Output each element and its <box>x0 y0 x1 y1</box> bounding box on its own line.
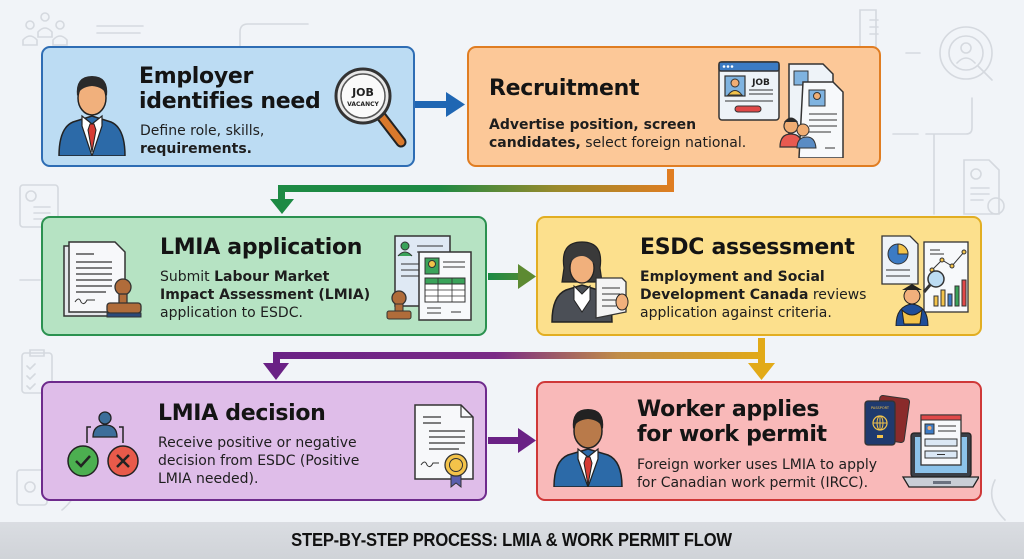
step-description-bold: Employment and Social <box>640 269 825 285</box>
employer-person-icon <box>58 76 126 156</box>
step-description-bold: Impact Assessment (LMIA) <box>160 287 371 303</box>
step-description-bold: requirements. <box>140 141 252 157</box>
step-esdc-assessment: ESDC assessment Employment and Social De… <box>536 216 982 336</box>
step-description: select foreign national. <box>580 135 747 151</box>
step-title-line: for work permit <box>637 422 827 447</box>
worker-person-icon <box>553 409 623 487</box>
icon-text: JOB <box>351 86 374 99</box>
job-vacancy-magnifier-icon: JOB VACANCY <box>334 67 407 148</box>
step-title: LMIA application <box>160 235 363 260</box>
step-lmia-application: LMIA application Submit Labour Market Im… <box>41 216 487 336</box>
step-lmia-decision: LMIA decision Receive positive or negati… <box>41 381 487 501</box>
step-title-line: identifies need <box>139 89 321 114</box>
step-description: Receive positive or negative <box>158 435 357 451</box>
decision-approve-reject-icon <box>67 411 139 477</box>
puzzle-bg-icon <box>990 479 1006 521</box>
document-stamp-icon <box>63 241 142 318</box>
icon-text: JOB <box>751 78 770 88</box>
step-worker-applies-for-work-permit: Worker applies for work permit Foreign w… <box>536 381 982 501</box>
step-description-bold: Labour Market <box>214 269 330 285</box>
step-title: Recruitment <box>489 76 640 101</box>
icon-text: PASSPORT <box>871 406 890 410</box>
step-description: Submit <box>160 269 215 285</box>
arrow-decision-to-worker <box>488 428 536 453</box>
assessor-person-icon <box>551 241 629 323</box>
certificate-icon <box>414 404 474 489</box>
step-title: LMIA decision <box>158 401 326 426</box>
arrow-recruitment-to-lmia-application <box>270 169 674 214</box>
job-posting-resumes-icon: JOB <box>718 61 844 158</box>
step-title-line: Worker applies <box>637 397 820 422</box>
gear-search-bg-icon <box>939 26 993 81</box>
step-title-line: Employer <box>139 64 254 89</box>
step-description: decision from ESDC (Positive <box>158 453 360 469</box>
bg-line <box>239 23 309 47</box>
diagram-title: STEP-BY-STEP PROCESS: LMIA & WORK PERMIT… <box>291 530 733 550</box>
step-employer-identifies-need: Employer identifies need Define role, sk… <box>41 46 415 167</box>
step-description: for Canadian work permit (IRCC). <box>637 475 869 491</box>
step-description: reviews <box>808 287 867 303</box>
team-icon <box>22 12 68 46</box>
step-description: application against criteria. <box>640 305 832 321</box>
arrow-lmia-application-to-esdc <box>488 264 536 289</box>
arrow-esdc-to-decision-and-worker <box>263 338 775 380</box>
laptop-bg-icon <box>859 9 879 51</box>
step-description-bold: candidates, <box>489 135 581 151</box>
icon-text: VACANCY <box>347 101 379 108</box>
step-description: Foreign worker uses LMIA to apply <box>637 457 878 473</box>
analytics-review-icon <box>881 235 969 326</box>
salary-document-bg-icon <box>963 159 1005 215</box>
step-recruitment: Recruitment Advertise position, screen c… <box>467 46 881 167</box>
footer-title-bar: STEP-BY-STEP PROCESS: LMIA & WORK PERMIT… <box>0 522 1024 559</box>
bg-line <box>96 25 144 34</box>
arrow-employer-to-recruitment <box>415 92 465 117</box>
step-description-bold: Advertise position, screen <box>489 117 697 133</box>
step-title: ESDC assessment <box>640 235 855 260</box>
step-description: Define role, skills, <box>140 123 265 139</box>
bg-line <box>925 97 973 215</box>
passport-laptop-icon: PASSPORT <box>864 395 979 488</box>
application-forms-icon <box>386 235 472 321</box>
step-description-bold: Development Canada <box>640 287 809 303</box>
step-description: LMIA needed). <box>158 471 259 487</box>
step-description: application to ESDC. <box>160 305 303 321</box>
